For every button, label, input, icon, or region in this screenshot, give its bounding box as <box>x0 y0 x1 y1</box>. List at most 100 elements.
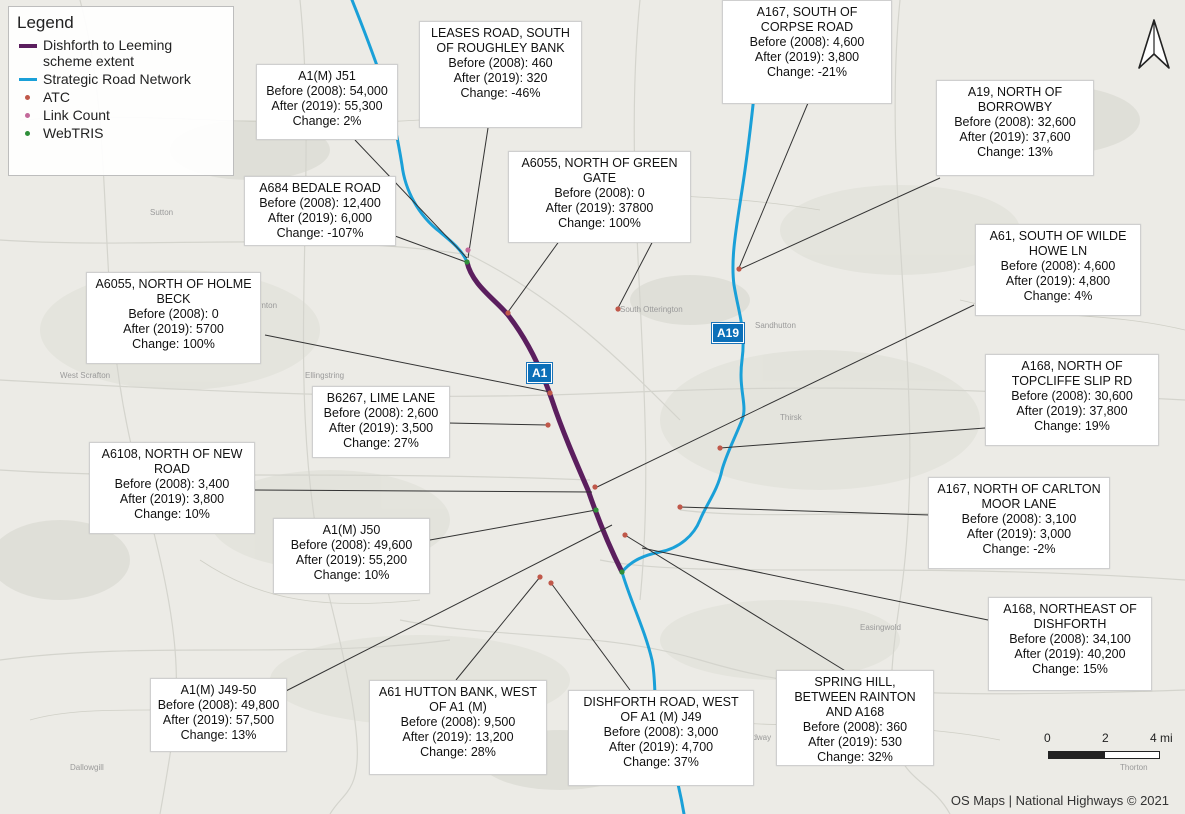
scale-label-mid: 2 <box>1102 731 1109 745</box>
scale-label-end: 4 mi <box>1150 731 1173 745</box>
callout-change: Change: 28% <box>420 745 496 759</box>
callout-after: After (2019): 37800 <box>545 201 654 215</box>
callout-after: After (2019): 55,200 <box>295 553 408 567</box>
callout-a6108-new-road: A6108, NORTH OF NEW ROAD Before (2008): … <box>89 442 255 534</box>
callout-name: A6055, NORTH OF GREEN GATE <box>521 156 678 185</box>
callout-name: A168, NORTHEAST OF DISHFORTH <box>1003 602 1137 631</box>
svg-text:Sutton: Sutton <box>150 208 173 217</box>
legend-item-scheme: Dishforth to Leeming scheme extent <box>17 37 225 69</box>
callout-a168-northeast-dishforth: A168, NORTHEAST OF DISHFORTH Before (200… <box>988 597 1152 691</box>
callout-dishforth-road: DISHFORTH ROAD, WEST OF A1 (M) J49 Befor… <box>568 690 754 786</box>
callout-before: Before (2008): 4,600 <box>749 35 865 49</box>
a1-road-shield: A1 <box>527 363 553 383</box>
callout-change: Change: 4% <box>1023 289 1093 303</box>
legend-title: Legend <box>17 13 74 32</box>
callout-a61-hutton-bank: A61 HUTTON BANK, WEST OF A1 (M) Before (… <box>369 680 547 775</box>
callout-after: After (2019): 37,800 <box>1016 404 1128 418</box>
callout-after: After (2019): 3,500 <box>328 421 434 435</box>
callout-a61-wilde-howe: A61, SOUTH OF WILDE HOWE LN Before (2008… <box>975 224 1141 316</box>
callout-name: A167, NORTH OF CARLTON MOOR LANE <box>937 482 1101 511</box>
callout-before: Before (2008): 9,500 <box>400 715 516 729</box>
callout-after: After (2019): 4,800 <box>1005 274 1111 288</box>
legend-item-atc: ATC <box>17 89 225 105</box>
callout-a167-corpse-road: A167, SOUTH OF CORPSE ROAD Before (2008)… <box>722 0 892 104</box>
callout-before: Before (2008): 2,600 <box>323 406 439 420</box>
svg-text:South Otterington: South Otterington <box>620 305 683 314</box>
callout-change: Change: -107% <box>276 226 364 240</box>
callout-name: LEASES ROAD, SOUTH OF ROUGHLEY BANK <box>431 26 570 55</box>
north-arrow-icon <box>1138 19 1170 69</box>
callout-before: Before (2008): 360 <box>802 720 908 734</box>
callout-name: A684 BEDALE ROAD <box>259 181 381 195</box>
scale-segment-2 <box>1104 751 1160 759</box>
callout-change: Change: 37% <box>623 755 699 769</box>
legend-item-link-count: Link Count <box>17 107 225 123</box>
legend-scheme-label-2: scheme extent <box>43 53 135 69</box>
legend-srn-label: Strategic Road Network <box>43 71 191 87</box>
svg-text:Dallowgill: Dallowgill <box>70 763 104 772</box>
callout-after: After (2019): 320 <box>453 71 548 85</box>
callout-after: After (2019): 6,000 <box>267 211 373 225</box>
webtris-marker-icon <box>25 131 30 136</box>
svg-text:Sandhutton: Sandhutton <box>755 321 796 330</box>
map-credit: OS Maps | National Highways © 2021 <box>950 793 1169 808</box>
srn-swatch <box>19 78 37 81</box>
callout-after: After (2019): 3,800 <box>119 492 225 506</box>
callout-change: Change: 10% <box>313 568 390 582</box>
callout-before: Before (2008): 4,600 <box>1000 259 1116 273</box>
callout-a1m-j51: A1(M) J51 Before (2008): 54,000 After (2… <box>256 64 398 140</box>
callout-change: Change: 10% <box>134 507 210 521</box>
callout-name: DISHFORTH ROAD, WEST OF A1 (M) J49 <box>583 695 739 724</box>
callout-before: Before (2008): 12,400 <box>259 196 381 210</box>
atc-marker-icon <box>25 95 30 100</box>
callout-a1m-j50: A1(M) J50 Before (2008): 49,600 After (2… <box>273 518 430 594</box>
scale-segment-1 <box>1048 751 1104 759</box>
callout-name: A167, SOUTH OF CORPSE ROAD <box>756 5 858 34</box>
callout-after: After (2019): 5700 <box>123 322 224 336</box>
callout-before: Before (2008): 3,100 <box>961 512 1077 526</box>
callout-change: Change: 15% <box>1032 662 1108 676</box>
svg-text:Thornton: Thornton <box>245 301 277 310</box>
callout-change: Change: -46% <box>460 86 541 100</box>
callout-change: Change: 100% <box>558 216 641 230</box>
callout-name: A1(M) J50 <box>322 523 381 537</box>
callout-after: After (2019): 55,300 <box>271 99 383 113</box>
callout-a19-borrowby: A19, NORTH OF BORROWBY Before (2008): 32… <box>936 80 1094 176</box>
callout-a168-topcliffe: A168, NORTH OF TOPCLIFFE SLIP RD Before … <box>985 354 1159 446</box>
callout-after: After (2019): 530 <box>808 735 902 749</box>
legend-item-webtris: WebTRIS <box>17 125 225 141</box>
legend-scheme-label: Dishforth to Leeming <box>43 37 173 53</box>
legend: Legend Dishforth to Leeming scheme exten… <box>8 6 234 176</box>
callout-leases-road: LEASES ROAD, SOUTH OF ROUGHLEY BANK Befo… <box>419 21 582 128</box>
callout-change: Change: -2% <box>982 542 1056 556</box>
callout-spring-hill: SPRING HILL, BETWEEN RAINTON AND A168 Be… <box>776 670 934 766</box>
scale-label-zero: 0 <box>1044 731 1051 745</box>
callout-name: SPRING HILL, BETWEEN RAINTON AND A168 <box>794 675 916 719</box>
callout-name: A6055, NORTH OF HOLME BECK <box>95 277 252 306</box>
callout-before: Before (2008): 0 <box>554 186 645 200</box>
callout-change: Change: 32% <box>817 750 893 764</box>
callout-name: A168, NORTH OF TOPCLIFFE SLIP RD <box>1011 359 1133 388</box>
callout-name: B6267, LIME LANE <box>326 391 436 405</box>
scale-bar: 0 2 4 mi <box>1020 727 1180 767</box>
callout-before: Before (2008): 3,400 <box>114 477 230 491</box>
callout-before: Before (2008): 460 <box>448 56 553 70</box>
legend-item-srn: Strategic Road Network <box>17 71 225 87</box>
svg-text:Ellingstring: Ellingstring <box>305 371 344 380</box>
callout-a6055-green-gate: A6055, NORTH OF GREEN GATE Before (2008)… <box>508 151 691 243</box>
callout-name: A61 HUTTON BANK, WEST OF A1 (M) <box>378 685 538 714</box>
callout-after: After (2019): 3,000 <box>966 527 1072 541</box>
scheme-swatch <box>19 44 37 48</box>
link-count-marker-icon <box>25 113 30 118</box>
callout-after: After (2019): 37,600 <box>959 130 1071 144</box>
callout-change: Change: 27% <box>343 436 419 450</box>
callout-after: After (2019): 40,200 <box>1014 647 1126 661</box>
svg-text:Easingwold: Easingwold <box>860 623 901 632</box>
legend-webtris-label: WebTRIS <box>43 125 104 141</box>
callout-change: Change: 13% <box>180 728 257 742</box>
callout-before: Before (2008): 49,800 <box>157 698 280 712</box>
callout-name: A1(M) J51 <box>298 69 356 83</box>
svg-text:Thorton: Thorton <box>1120 763 1148 772</box>
callout-before: Before (2008): 0 <box>128 307 219 321</box>
